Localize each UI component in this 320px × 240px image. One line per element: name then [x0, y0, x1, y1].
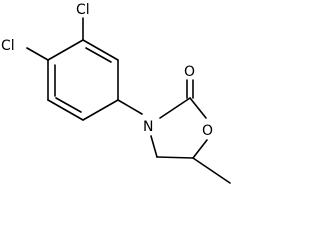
atom-label-cl-left: Cl	[1, 38, 15, 54]
bond-ring-c2-c3	[82, 39, 119, 61]
bond-n-carbonyl-c	[159, 97, 191, 119]
atom-label-cl-top: Cl	[76, 2, 90, 18]
bond-c5-c4	[156, 156, 194, 159]
bond-ring-c4-c5	[82, 99, 119, 121]
atom-label-carbonyl-o: O	[184, 64, 195, 80]
bond-ring-c1-c2	[47, 39, 84, 61]
bond-c-cl-left	[26, 47, 49, 61]
structure-canvas: Cl Cl O N O	[1, 2, 231, 184]
bond-ring-o-c5	[192, 139, 208, 159]
bond-c5-methyl	[192, 157, 231, 184]
bond-carbonyl-c-ring-o	[189, 97, 207, 119]
bond-ring-double-top	[85, 47, 112, 63]
bond-c4-n	[150, 135, 158, 158]
molecule-diagram: Cl Cl O N O	[1, 2, 231, 184]
atom-label-ring-o: O	[202, 123, 213, 139]
bond-aryl-n	[117, 99, 143, 115]
atom-label-n: N	[143, 119, 153, 135]
bond-ring-double-bottom	[55, 97, 82, 113]
bond-ring-c5-c6	[47, 99, 84, 121]
